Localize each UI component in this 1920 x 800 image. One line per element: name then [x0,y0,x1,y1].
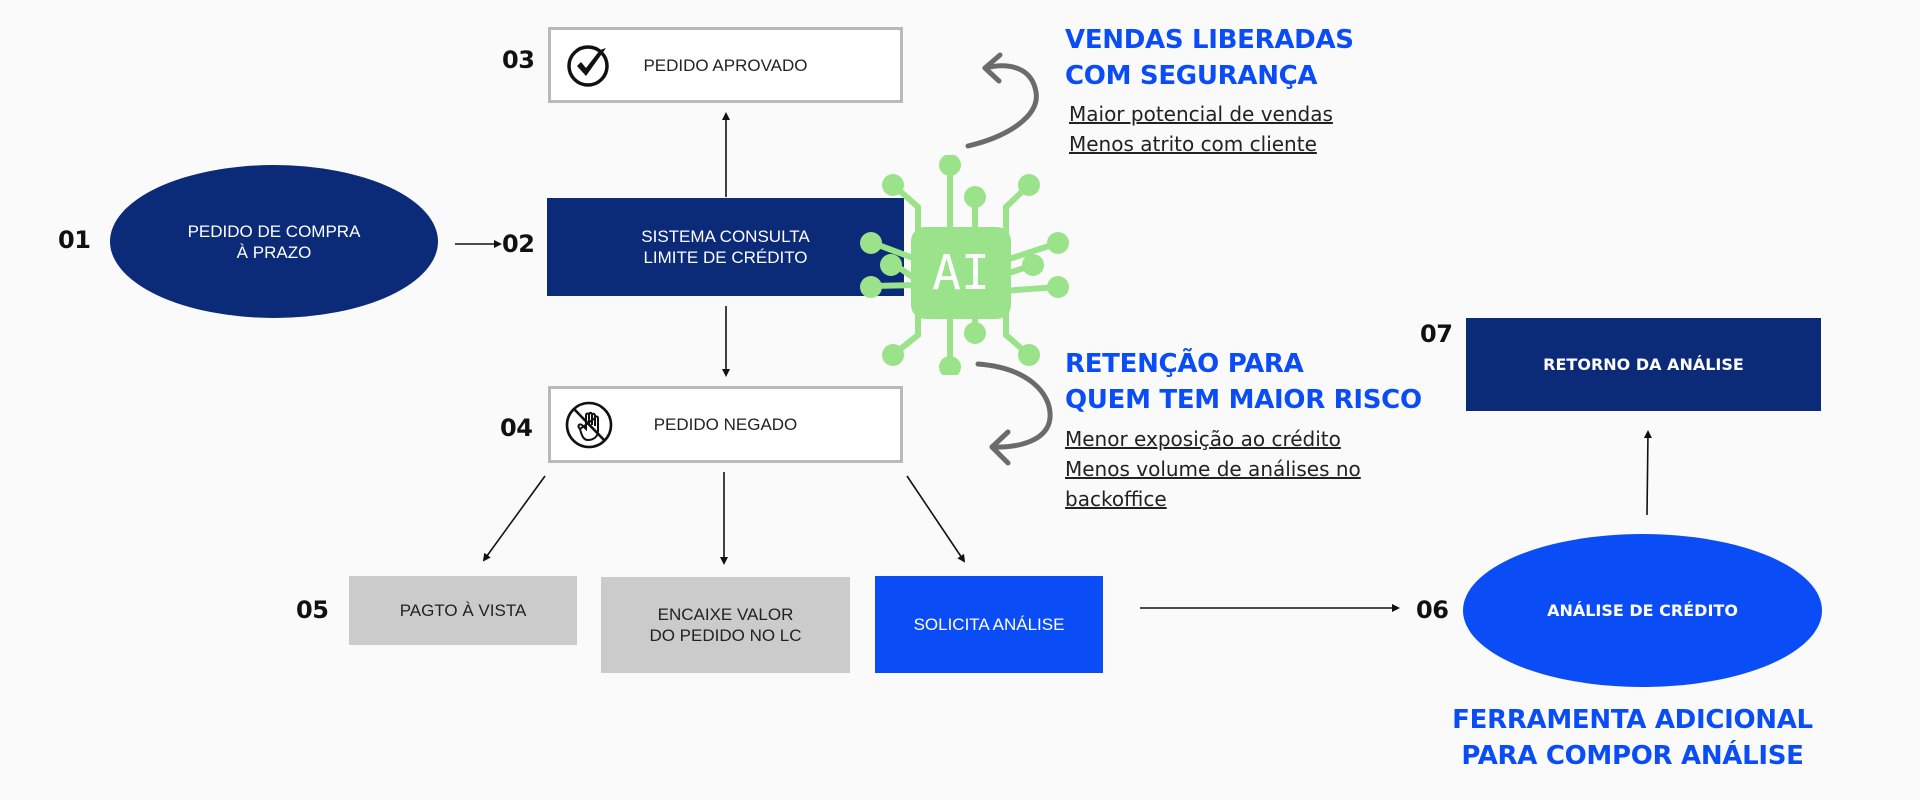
step-number-06: 06 [1416,596,1449,624]
step-03-label: PEDIDO APROVADO [643,55,808,75]
callout-approved-title-line1: VENDAS LIBERADAS [1065,25,1354,55]
option-cash-payment-label: PAGTO À VISTA [399,601,527,620]
callout-analysis-title: FERRAMENTA ADICIONAL PARA COMPOR ANÁLISE [1380,702,1885,774]
callout-denied-bullets: Menor exposição ao crédito Menos volume … [1065,424,1361,514]
callout-approved-title-line2: COM SEGURANÇA [1065,61,1318,91]
step-02-credit-limit-check[interactable]: SISTEMA CONSULTA LIMITE DE CRÉDITO [547,198,904,296]
arrow-04-to-pagto [482,475,546,562]
step-number-07: 07 [1420,320,1453,348]
step-01-purchase-order[interactable]: PEDIDO DE COMPRA À PRAZO [110,165,438,318]
step-06-label: ANÁLISE DE CRÉDITO [1547,601,1738,620]
step-01-label-line1: PEDIDO DE COMPRA [187,221,361,241]
callout-denied-title-line2: QUEM TEM MAIOR RISCO [1065,385,1422,415]
callout-analysis-title-line1: FERRAMENTA ADICIONAL [1452,705,1813,735]
option-cash-payment[interactable]: PAGTO À VISTA [349,576,577,645]
step-number-04: 04 [500,414,533,442]
option-request-analysis[interactable]: SOLICITA ANÁLISE [875,576,1103,673]
step-01-label-line2: À PRAZO [236,242,312,262]
callout-analysis-title-line2: PARA COMPOR ANÁLISE [1461,741,1804,771]
no-hand-icon [563,399,615,456]
step-04-order-denied[interactable]: PEDIDO NEGADO [548,386,903,463]
option-fit-label-line1: ENCAIXE VALOR [657,605,794,624]
step-02-label-line1: SISTEMA CONSULTA [641,227,810,246]
step-07-analysis-return[interactable]: RETORNO DA ANÁLISE [1466,318,1821,411]
callout-denied-title: RETENÇÃO PARA QUEM TEM MAIOR RISCO [1065,346,1422,418]
curved-arrow-denied [975,361,1053,466]
check-circle-icon [566,40,614,93]
callout-denied-title-line1: RETENÇÃO PARA [1065,349,1304,379]
step-number-05: 05 [296,596,329,624]
step-07-label: RETORNO DA ANÁLISE [1543,355,1744,374]
callout-denied-bullet: Menos volume de análises no [1065,457,1361,481]
step-03-order-approved[interactable]: PEDIDO APROVADO [548,27,903,103]
arrow-06-to-07 [1643,430,1652,516]
callout-approved-title: VENDAS LIBERADAS COM SEGURANÇA [1065,22,1354,94]
step-number-03: 03 [502,46,535,74]
ai-chip-label: AI [932,245,990,301]
callout-approved-bullets: Maior potencial de vendas Menos atrito c… [1069,99,1333,159]
option-request-analysis-label: SOLICITA ANÁLISE [913,615,1065,634]
callout-approved-bullet: Menos atrito com cliente [1069,132,1317,156]
arrow-04-to-solicita [906,475,966,563]
step-number-02: 02 [502,230,535,258]
ai-chip-icon: AI [853,154,1073,380]
step-number-01: 01 [58,226,91,254]
option-fit-label-line2: DO PEDIDO NO LC [649,626,802,645]
curved-arrow-approved [965,52,1039,149]
step-04-label: PEDIDO NEGADO [653,415,798,434]
step-06-credit-analysis[interactable]: ANÁLISE DE CRÉDITO [1463,534,1822,687]
callout-approved-bullet: Maior potencial de vendas [1069,102,1333,126]
option-fit-order-in-limit[interactable]: ENCAIXE VALOR DO PEDIDO NO LC [601,577,850,673]
step-02-label-line2: LIMITE DE CRÉDITO [643,248,808,267]
callout-denied-bullet: Menor exposição ao crédito [1065,427,1341,451]
callout-denied-bullet: backoffice [1065,487,1167,511]
